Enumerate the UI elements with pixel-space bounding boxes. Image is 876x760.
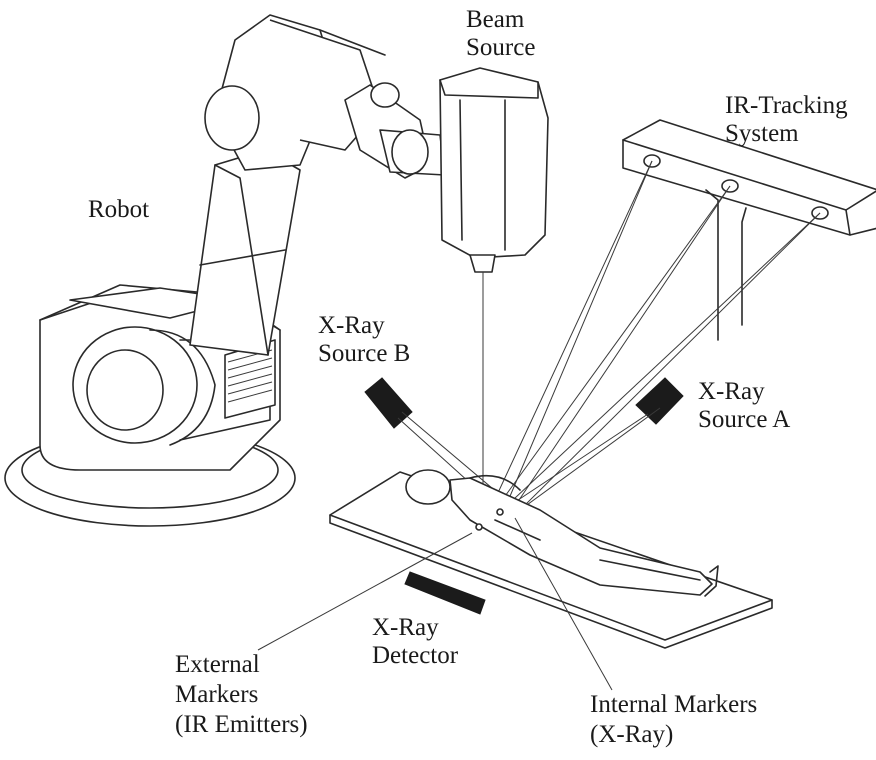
robot-wrist: [344, 82, 446, 179]
internal-markers-label-line1: Internal Markers: [590, 691, 758, 718]
ir-tracking-label-line1: IR-Tracking: [725, 92, 848, 119]
beam-source-label-line2: Source: [466, 34, 536, 61]
xray-source-b-label-line1: X-Ray: [318, 312, 385, 339]
external-markers-label-line1: External: [175, 651, 260, 678]
leader-lines: [257, 517, 613, 691]
internal-markers-label-line2: (X-Ray): [590, 721, 674, 748]
xray-source-a-label-line1: X-Ray: [698, 378, 765, 405]
ir-rays: [489, 160, 821, 513]
xray-source-b-label: X-Ray Source B: [318, 312, 410, 368]
patient: [405, 469, 719, 597]
ir-tracking-label: IR-Tracking System: [725, 92, 848, 148]
beam-source-label: Beam Source: [466, 6, 535, 62]
xray-detector-label-line2: Detector: [372, 642, 459, 669]
xray-source-a-label: X-Ray Source A: [698, 378, 790, 434]
xray-source-a-label-line2: Source A: [698, 406, 791, 433]
external-markers-label-line2: Markers: [175, 681, 259, 708]
xray-detector-label: X-Ray Detector: [372, 614, 458, 670]
xray-source-b: [364, 377, 513, 511]
beam-source: [439, 67, 549, 508]
xray-detector: [404, 571, 486, 615]
ir-tracking-system: [622, 119, 876, 341]
external-markers-label: External Markers (IR Emitters): [175, 650, 308, 740]
robot-label: Robot: [88, 196, 150, 223]
xray-source-b-label-line2: Source B: [318, 340, 411, 367]
robot-lower-arm: [189, 149, 301, 356]
xray-detector-label-line1: X-Ray: [372, 614, 439, 641]
external-markers-label-line3: (IR Emitters): [175, 711, 308, 738]
internal-markers-label: Internal Markers (X-Ray): [590, 690, 757, 750]
ir-tracking-label-line2: System: [725, 120, 799, 147]
robot-shoulder: [72, 326, 276, 446]
beam-source-label-line1: Beam: [466, 6, 525, 33]
xray-source-a: [499, 377, 684, 513]
